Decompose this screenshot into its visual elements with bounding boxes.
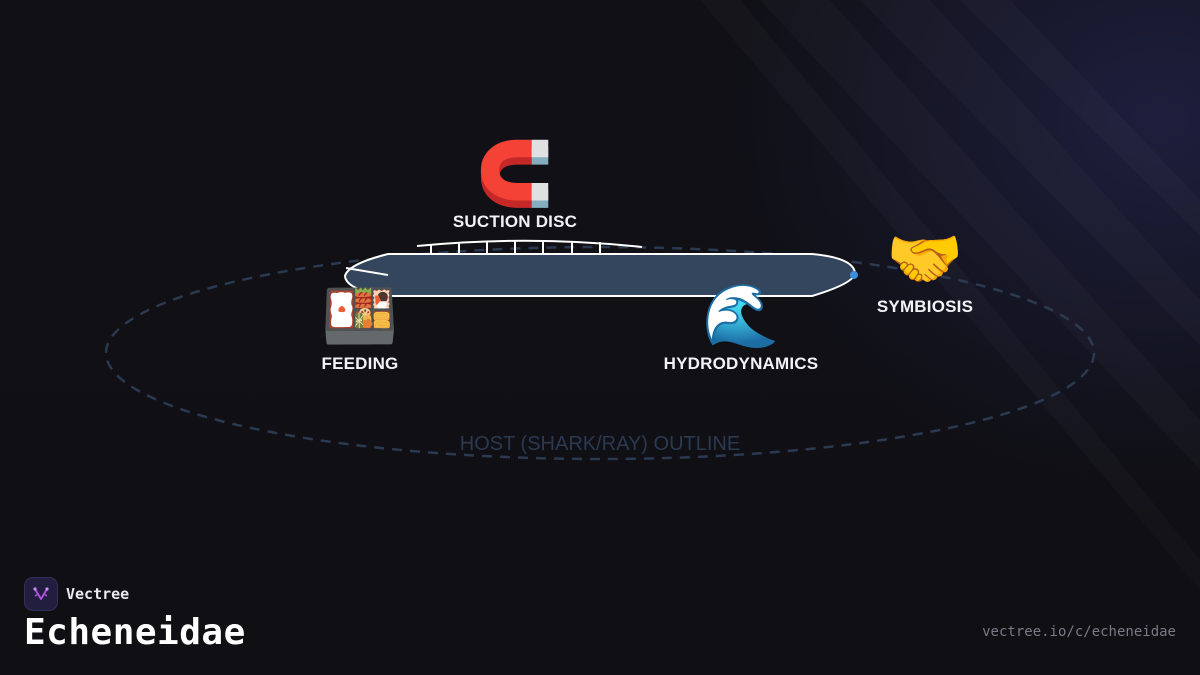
node-label: SYMBIOSIS	[876, 297, 974, 316]
page-title: Echeneidae	[24, 612, 246, 653]
node-symbiosis: 🤝 SYMBIOSIS	[877, 223, 973, 317]
brand[interactable]: Vectree	[24, 577, 129, 611]
page-url[interactable]: vectree.io/c/echeneidae	[982, 624, 1176, 640]
node-label: SUCTION DISC	[452, 212, 578, 231]
magnet-icon: 🧲	[476, 137, 554, 210]
wave-icon: 🌊	[702, 279, 780, 352]
node-hydrodynamics: 🌊 HYDRODYNAMICS	[664, 280, 819, 374]
remora-mouth	[345, 267, 389, 276]
handshake-icon: 🤝	[886, 222, 964, 295]
remora-eye	[850, 271, 858, 279]
bento-box-icon: 🍱	[321, 279, 399, 352]
suction-disc-lamellae	[416, 239, 643, 254]
brand-name: Vectree	[66, 585, 130, 603]
remora-fish	[343, 239, 858, 297]
host-outline-label: HOST (SHARK/RAY) OUTLINE	[459, 433, 741, 455]
remora-body	[343, 253, 857, 297]
node-label: HYDRODYNAMICS	[663, 354, 819, 373]
node-label: FEEDING	[321, 354, 399, 373]
node-suction-disc: 🧲 SUCTION DISC	[453, 138, 577, 232]
node-feeding: 🍱 FEEDING	[321, 280, 398, 374]
host-outline	[104, 245, 1096, 461]
vectree-logo-icon	[24, 577, 58, 611]
